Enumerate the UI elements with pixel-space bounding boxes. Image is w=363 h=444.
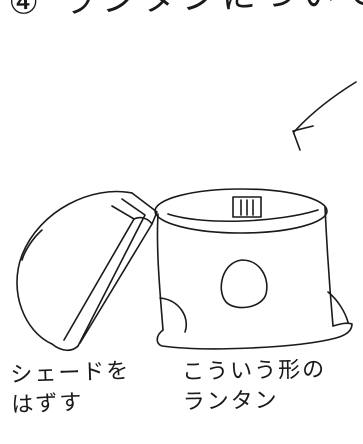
caption-lantern-shape-line2: ランタン — [182, 388, 279, 415]
caption-remove-shade-line2: はずす — [10, 390, 84, 418]
caption-lantern-shape-line1: こういう形の — [181, 357, 327, 385]
arrow-icon — [292, 81, 357, 151]
caption-lantern-shape: こういう形の ランタン — [181, 357, 327, 422]
shade-illustration — [16, 190, 158, 352]
caption-remove-shade: シェードを はずす — [9, 358, 132, 425]
caption-remove-shade-line1: シェードを — [9, 358, 131, 388]
lantern-illustration — [154, 188, 353, 350]
